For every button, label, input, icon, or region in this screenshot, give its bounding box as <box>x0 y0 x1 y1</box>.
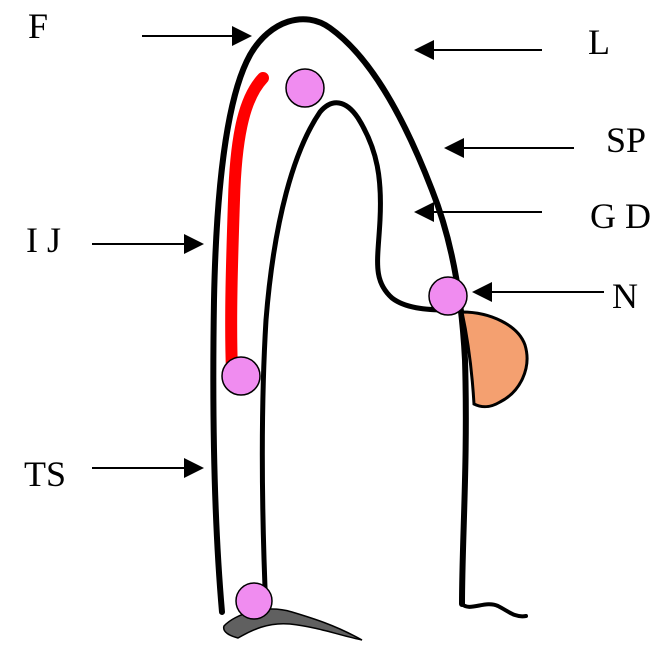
label-f: F <box>28 6 48 46</box>
orange-bulge <box>462 312 527 407</box>
label-l: L <box>588 22 610 62</box>
label-n: N <box>612 276 638 316</box>
joint-marker-left <box>222 357 260 395</box>
label-gd: G D <box>590 196 651 236</box>
label-sp: SP <box>606 120 646 160</box>
label-ij: I J <box>26 220 61 260</box>
inner-arch-outline <box>262 103 448 612</box>
joint-marker-bottom <box>236 583 272 619</box>
tail-squiggle <box>462 604 526 616</box>
joint-marker-top <box>286 69 324 107</box>
label-ts: TS <box>24 454 66 494</box>
red-segment-ij <box>231 78 263 372</box>
joint-marker-n <box>429 277 467 315</box>
